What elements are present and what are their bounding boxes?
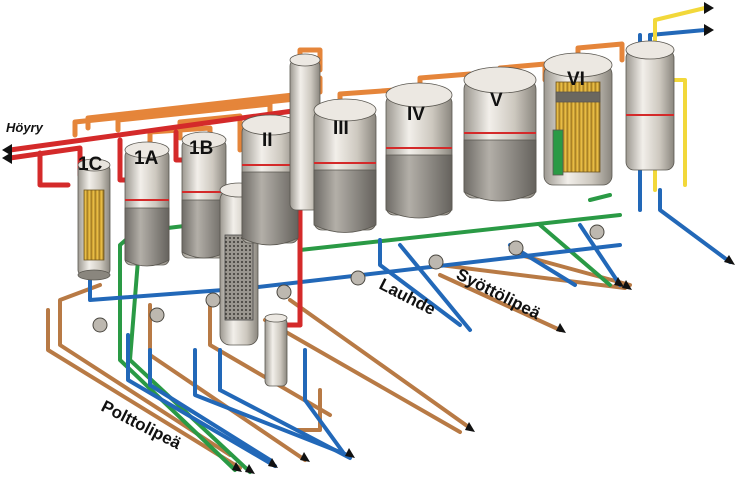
vessel-ii — [241, 114, 299, 246]
vessel-label-1c: 1C — [78, 154, 103, 175]
pump-1c — [92, 317, 108, 333]
vessel-1b — [181, 131, 227, 259]
vessel-v — [463, 66, 537, 202]
pump-1a — [149, 307, 165, 323]
vessel-vi — [543, 52, 613, 186]
surface-condenser — [625, 40, 675, 171]
vessel-label-vi: VI — [567, 69, 585, 90]
vessel-label-iv: IV — [407, 104, 425, 125]
vessel-1a — [124, 141, 170, 267]
flow-arrows — [2, 2, 735, 474]
vessel-label-ii: II — [262, 130, 273, 151]
pump-1b — [205, 292, 221, 308]
pump-v — [508, 240, 524, 256]
pump-ii — [276, 284, 292, 300]
condensate-pipes-front — [218, 348, 352, 460]
vessel-label-iii: III — [333, 118, 349, 139]
condenser-column — [289, 53, 321, 211]
pump-vi — [589, 224, 605, 240]
condensate-pipes — [88, 28, 732, 468]
pump-iv — [428, 254, 444, 270]
pump-iii — [350, 270, 366, 286]
condensate-tank — [264, 313, 288, 387]
vessel-label-1b: 1B — [189, 138, 213, 159]
flow-label-steam: Höyry — [6, 120, 44, 135]
vessel-iv — [385, 82, 453, 219]
vessel-label-v: V — [490, 90, 503, 111]
vessel-1c — [77, 158, 111, 281]
vessel-label-1a: 1A — [134, 148, 159, 169]
vessel-iii — [313, 98, 377, 233]
